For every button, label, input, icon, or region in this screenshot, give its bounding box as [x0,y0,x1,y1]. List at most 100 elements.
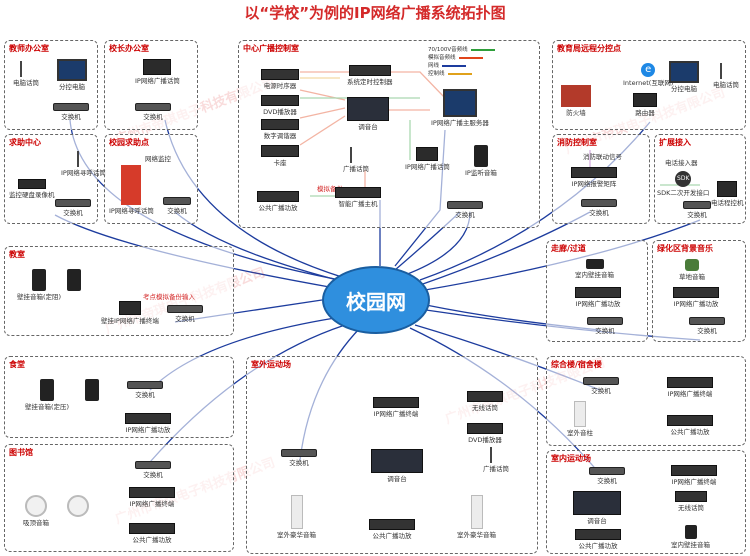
pc-mic: 电脑话筒 [13,61,39,87]
zone-campus-help-point: 校园求助点 网络监控 IP网络寻呼话筒 交换机 [104,134,198,224]
public-amp: 公共广播功放 [369,519,415,540]
switch: 交换机 [583,377,619,395]
zone-corridor: 走廊/过道 室内壁挂音箱 IP网络广播功放 交换机 [546,240,648,342]
ip-amp: IP网络广播功放 [125,413,171,434]
switch: 交换机 [163,197,191,215]
legend-item: 模拟音频线 [428,54,495,62]
broadcast-mic: 广播话筒 [343,147,369,173]
switch: 交换机 [587,317,623,335]
router-icon: 路由器 [633,93,657,117]
public-amp: 公共广播功放 [257,191,299,212]
outdoor-column-speaker: 室外豪华音箱 [277,495,316,539]
wireless-mic: 无线话筒 [675,491,707,512]
zone-title: 综合楼/宿舍楼 [551,360,602,369]
cassette-deck: 卡座 [261,145,299,167]
zone-teacher-office: 教师办公室 电脑话筒 分控电脑 交换机 [4,40,98,130]
switch: 交换机 [683,201,711,219]
phone-access: 电话接入器 [665,159,698,167]
wall-speaker: 壁挂音箱(定压) [25,379,69,411]
zone-title: 食堂 [9,360,25,369]
switch: 交换机 [55,199,91,217]
zone-title: 中心广播控制室 [243,44,299,53]
ip-paging-mic: IP网络寻呼话筒 [109,165,154,215]
zone-dorm-building: 综合楼/宿舍楼 交换机 IP网络广播终端 室外音柱 公共广播功放 [546,356,746,446]
wall-speaker [67,269,81,291]
pc-mic: 电脑话筒 [713,63,739,89]
zone-canteen: 食堂 交换机 壁挂音箱(定压) IP网络广播功放 [4,356,234,438]
zone-title: 求助中心 [9,138,41,147]
timer-controller: 系统定时控制器 [347,65,393,86]
public-amp: 公共广播功放 [129,523,175,544]
zone-title: 教师办公室 [9,44,49,53]
zone-classroom: 教室 壁挂音箱(定阻) 壁挂IP网络广播终端 交换机 考点模拟备份输入 [4,246,234,336]
zone-title: 图书馆 [9,448,33,457]
indoor-wall-speaker: 室内壁挂音箱 [575,259,614,279]
outdoor-column: 室外音柱 [567,401,593,437]
zone-title: 教育局远程分控点 [557,44,621,53]
legend-item: 70/100V音频线 [428,46,495,54]
switch: 交换机 [581,199,617,217]
diagram-title: 以“学校”为例的IP网络广播系统拓扑图 [244,4,506,22]
zone-title: 扩展接入 [659,138,691,147]
switch: 交换机 [127,381,163,399]
ip-paging-mic: IP网络寻呼话筒 [61,151,106,177]
ip-alarm-matrix: IP网络报警矩阵 [571,167,617,188]
zone-title: 校长办公室 [109,44,149,53]
indoor-wall-speaker: 室内壁挂音箱 [671,525,710,549]
analog-backup-label: 模拟备份 [317,185,343,193]
zone-central-control-room: 中心广播控制室 电源时序器 系统定时控制器 DVD播放器 数字调谐器 调音台 I… [238,40,540,228]
mixer: 调音台 [371,449,423,483]
switch: 交换机 [135,461,171,479]
fire-signal-label: 消防联动信号 [583,153,622,161]
ip-terminal: IP网络广播终端 [373,397,419,418]
wall-ip-terminal: 壁挂IP网络广播终端 [101,301,159,325]
zone-library: 图书馆 交换机 IP网络广播终端 吸顶音箱 公共广播功放 [4,444,234,552]
dvd-player: DVD播放器 [261,95,299,116]
digital-tuner: 数字调谐器 [261,119,299,140]
ip-terminal: IP网络广播终端 [129,487,175,508]
wire-legend: 70/100V音频线 模拟音频线 网线 控制线 [428,46,495,78]
zone-title: 室外运动场 [251,360,291,369]
legend-item: 控制线 [428,70,495,78]
ip-broadcast-mic: IP网络广播话筒 [405,147,450,171]
public-amp: 公共广播功放 [575,529,621,550]
ceiling-speaker: 吸顶音箱 [23,495,49,527]
switch: 交换机 [447,201,483,219]
zone-fire-control: 消防控制室 消防联动信号 IP网络报警矩阵 交换机 [552,134,650,224]
wall-speaker [85,379,99,401]
ip-monitor-speaker: IP监听音箱 [465,145,497,177]
control-pc: 分控电脑 [669,61,699,93]
switch: 交换机 [167,305,203,323]
mixer: 调音台 [573,491,621,525]
zone-title: 走廊/过道 [551,244,586,253]
broadcast-mic: 广播话筒 [483,447,509,473]
dvd-player: DVD播放器 [467,423,503,444]
wall-speaker: 壁挂音箱(定阻) [17,269,61,301]
zone-title: 消防控制室 [557,138,597,147]
ceiling-speaker [67,495,89,517]
zone-help-center: 求助中心 IP网络寻呼话筒 监控硬盘录像机 交换机 [4,134,106,224]
exam-backup-label: 考点模拟备份输入 [143,293,195,301]
outdoor-column-speaker: 室外豪华音箱 [457,495,496,539]
switch: 交换机 [135,103,171,121]
ip-main-server: IP网络广播主服务器 [431,89,489,127]
control-pc: 分控电脑 [57,59,87,91]
pbx: 电话程控机 [711,181,744,207]
nvr: 监控硬盘录像机 [9,179,55,199]
campus-network: 校园网 [322,266,430,334]
public-amp: 公共广播功放 [667,415,713,436]
zone-title: 绿化区背景音乐 [657,244,713,253]
zone-green-area: 绿化区背景音乐 草地音箱 IP网络广播功放 交换机 [652,240,746,342]
switch: 交换机 [689,317,725,335]
zone-title: 教室 [9,250,25,259]
switch: 交换机 [281,449,317,467]
legend-item: 网线 [428,62,495,70]
mixer: 调音台 [347,97,389,131]
zone-title: 校园求助点 [109,138,149,147]
power-sequencer: 电源时序器 [261,69,299,90]
lawn-speaker: 草地音箱 [679,259,705,281]
